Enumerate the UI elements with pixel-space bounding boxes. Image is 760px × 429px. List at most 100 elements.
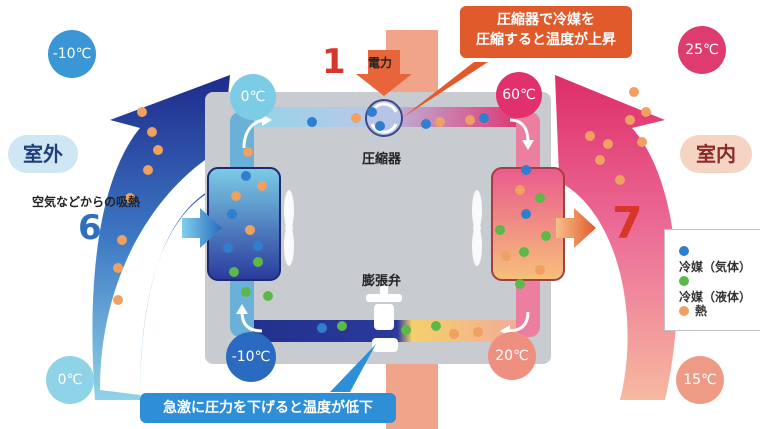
particle-heat <box>637 137 647 147</box>
evaporator-unit <box>207 167 281 281</box>
legend-item-gas: 冷媒（気体） <box>679 244 760 275</box>
temp-loop-top-left: 0℃ <box>230 74 276 120</box>
flow-arrowhead-top-right <box>522 140 534 150</box>
bottom-callout-pointer <box>330 344 376 392</box>
particle-liquid <box>495 225 505 235</box>
particle-gas <box>367 107 377 117</box>
particle-heat <box>351 113 361 123</box>
particle-liquid <box>263 291 273 301</box>
particle-heat <box>465 115 475 125</box>
particle-heat <box>153 145 163 155</box>
flow-arrow-bottom-right <box>507 311 530 333</box>
expansion-valve-icon <box>366 286 402 352</box>
legend: 冷媒（気体） 冷媒（液体） 熱 <box>664 229 760 331</box>
particle-liquid <box>337 321 347 331</box>
particle-liquid <box>401 325 411 335</box>
legend-item-heat: 熱 <box>679 302 707 319</box>
particle-liquid <box>253 257 263 267</box>
top-callout: 圧縮器で冷媒を 圧縮すると温度が上昇 <box>460 6 632 58</box>
particle-heat <box>137 107 147 117</box>
outdoor-heat-arrow <box>92 75 230 400</box>
gas-dot-icon <box>679 246 689 256</box>
particle-gas <box>317 323 327 333</box>
condenser-unit <box>491 167 565 281</box>
liquid-dot-icon <box>679 276 689 286</box>
particle-heat <box>449 329 459 339</box>
top-callout-pointer <box>402 62 488 118</box>
temp-loop-bottom-left: -10℃ <box>226 332 276 382</box>
particle-heat <box>435 117 445 127</box>
temp-outdoor-top: -10℃ <box>48 30 96 78</box>
power-arrow <box>356 50 412 96</box>
flow-arrowhead-top-left <box>262 114 272 126</box>
particle-heat <box>629 87 639 97</box>
particle-heat <box>113 295 123 305</box>
top-callout-line1: 圧縮器で冷媒を <box>497 12 595 28</box>
heat-dot-icon <box>679 306 689 316</box>
fan-right-icon <box>472 190 482 266</box>
particle-heat <box>245 225 255 235</box>
particles <box>113 87 651 339</box>
particle-gas <box>241 171 251 181</box>
particle-gas <box>521 209 531 219</box>
particle-gas <box>421 119 431 129</box>
step-number-6: 6 <box>78 208 102 248</box>
top-callout-line2: 圧縮すると温度が上昇 <box>476 32 616 48</box>
particle-heat <box>231 191 241 201</box>
flow-arrowhead-bottom-left <box>236 304 248 314</box>
power-label: 電力 <box>368 56 393 70</box>
heat-pump-panel <box>205 92 551 364</box>
particle-heat <box>143 165 153 175</box>
particle-gas <box>479 113 489 123</box>
particle-heat <box>117 235 127 245</box>
particle-heat <box>113 263 123 273</box>
particle-heat <box>595 155 605 165</box>
heat-in-arrow <box>182 208 222 248</box>
particle-heat <box>615 175 625 185</box>
heat-absorption-label: 空気などからの吸熱 <box>32 195 141 209</box>
flow-arrow-top-right <box>509 118 530 143</box>
temp-indoor-bottom: 15℃ <box>676 356 724 404</box>
particle-heat <box>625 115 635 125</box>
particle-heat <box>603 139 613 149</box>
particle-liquid <box>535 193 545 203</box>
indoor-label: 室内 <box>680 135 752 173</box>
fan-left-icon <box>284 190 294 266</box>
outdoor-label: 室外 <box>8 135 78 173</box>
particle-liquid <box>241 287 251 297</box>
temp-outdoor-bottom: 0℃ <box>46 356 94 404</box>
particle-heat <box>515 185 525 195</box>
particle-heat <box>585 131 595 141</box>
particle-heat <box>257 181 267 191</box>
particle-gas <box>521 165 531 175</box>
particle-heat <box>641 107 651 117</box>
particle-liquid <box>515 279 525 289</box>
particle-liquid <box>229 267 239 277</box>
particle-gas <box>307 117 317 127</box>
particle-liquid <box>519 247 529 257</box>
particle-liquid <box>431 321 441 331</box>
bottom-callout-text: 急激に圧力を下げると温度が低下 <box>163 400 373 416</box>
heat-out-arrow <box>556 208 596 248</box>
temp-loop-top-right: 60℃ <box>496 72 542 118</box>
particle-liquid <box>541 231 551 241</box>
particle-heat <box>501 251 511 261</box>
temp-indoor-top: 25℃ <box>678 26 726 74</box>
step-number-7: 7 <box>612 198 643 249</box>
particle-heat <box>243 147 253 157</box>
particle-heat <box>535 265 545 275</box>
particle-gas <box>253 241 263 251</box>
step-number-1: 1 <box>322 42 346 82</box>
compressor-icon <box>365 99 403 137</box>
temp-loop-bottom-right: 20℃ <box>488 332 536 380</box>
expansion-valve-label: 膨張弁 <box>362 274 402 289</box>
compressor-label: 圧縮器 <box>362 152 402 167</box>
flow-arrow-bottom-left <box>240 311 263 333</box>
legend-item-liquid: 冷媒（液体） <box>679 274 760 305</box>
indoor-heat-arrow <box>555 75 678 400</box>
bottom-callout: 急激に圧力を下げると温度が低下 <box>140 393 396 423</box>
particle-gas <box>223 243 233 253</box>
particle-heat <box>147 127 157 137</box>
particle-gas <box>227 209 237 219</box>
